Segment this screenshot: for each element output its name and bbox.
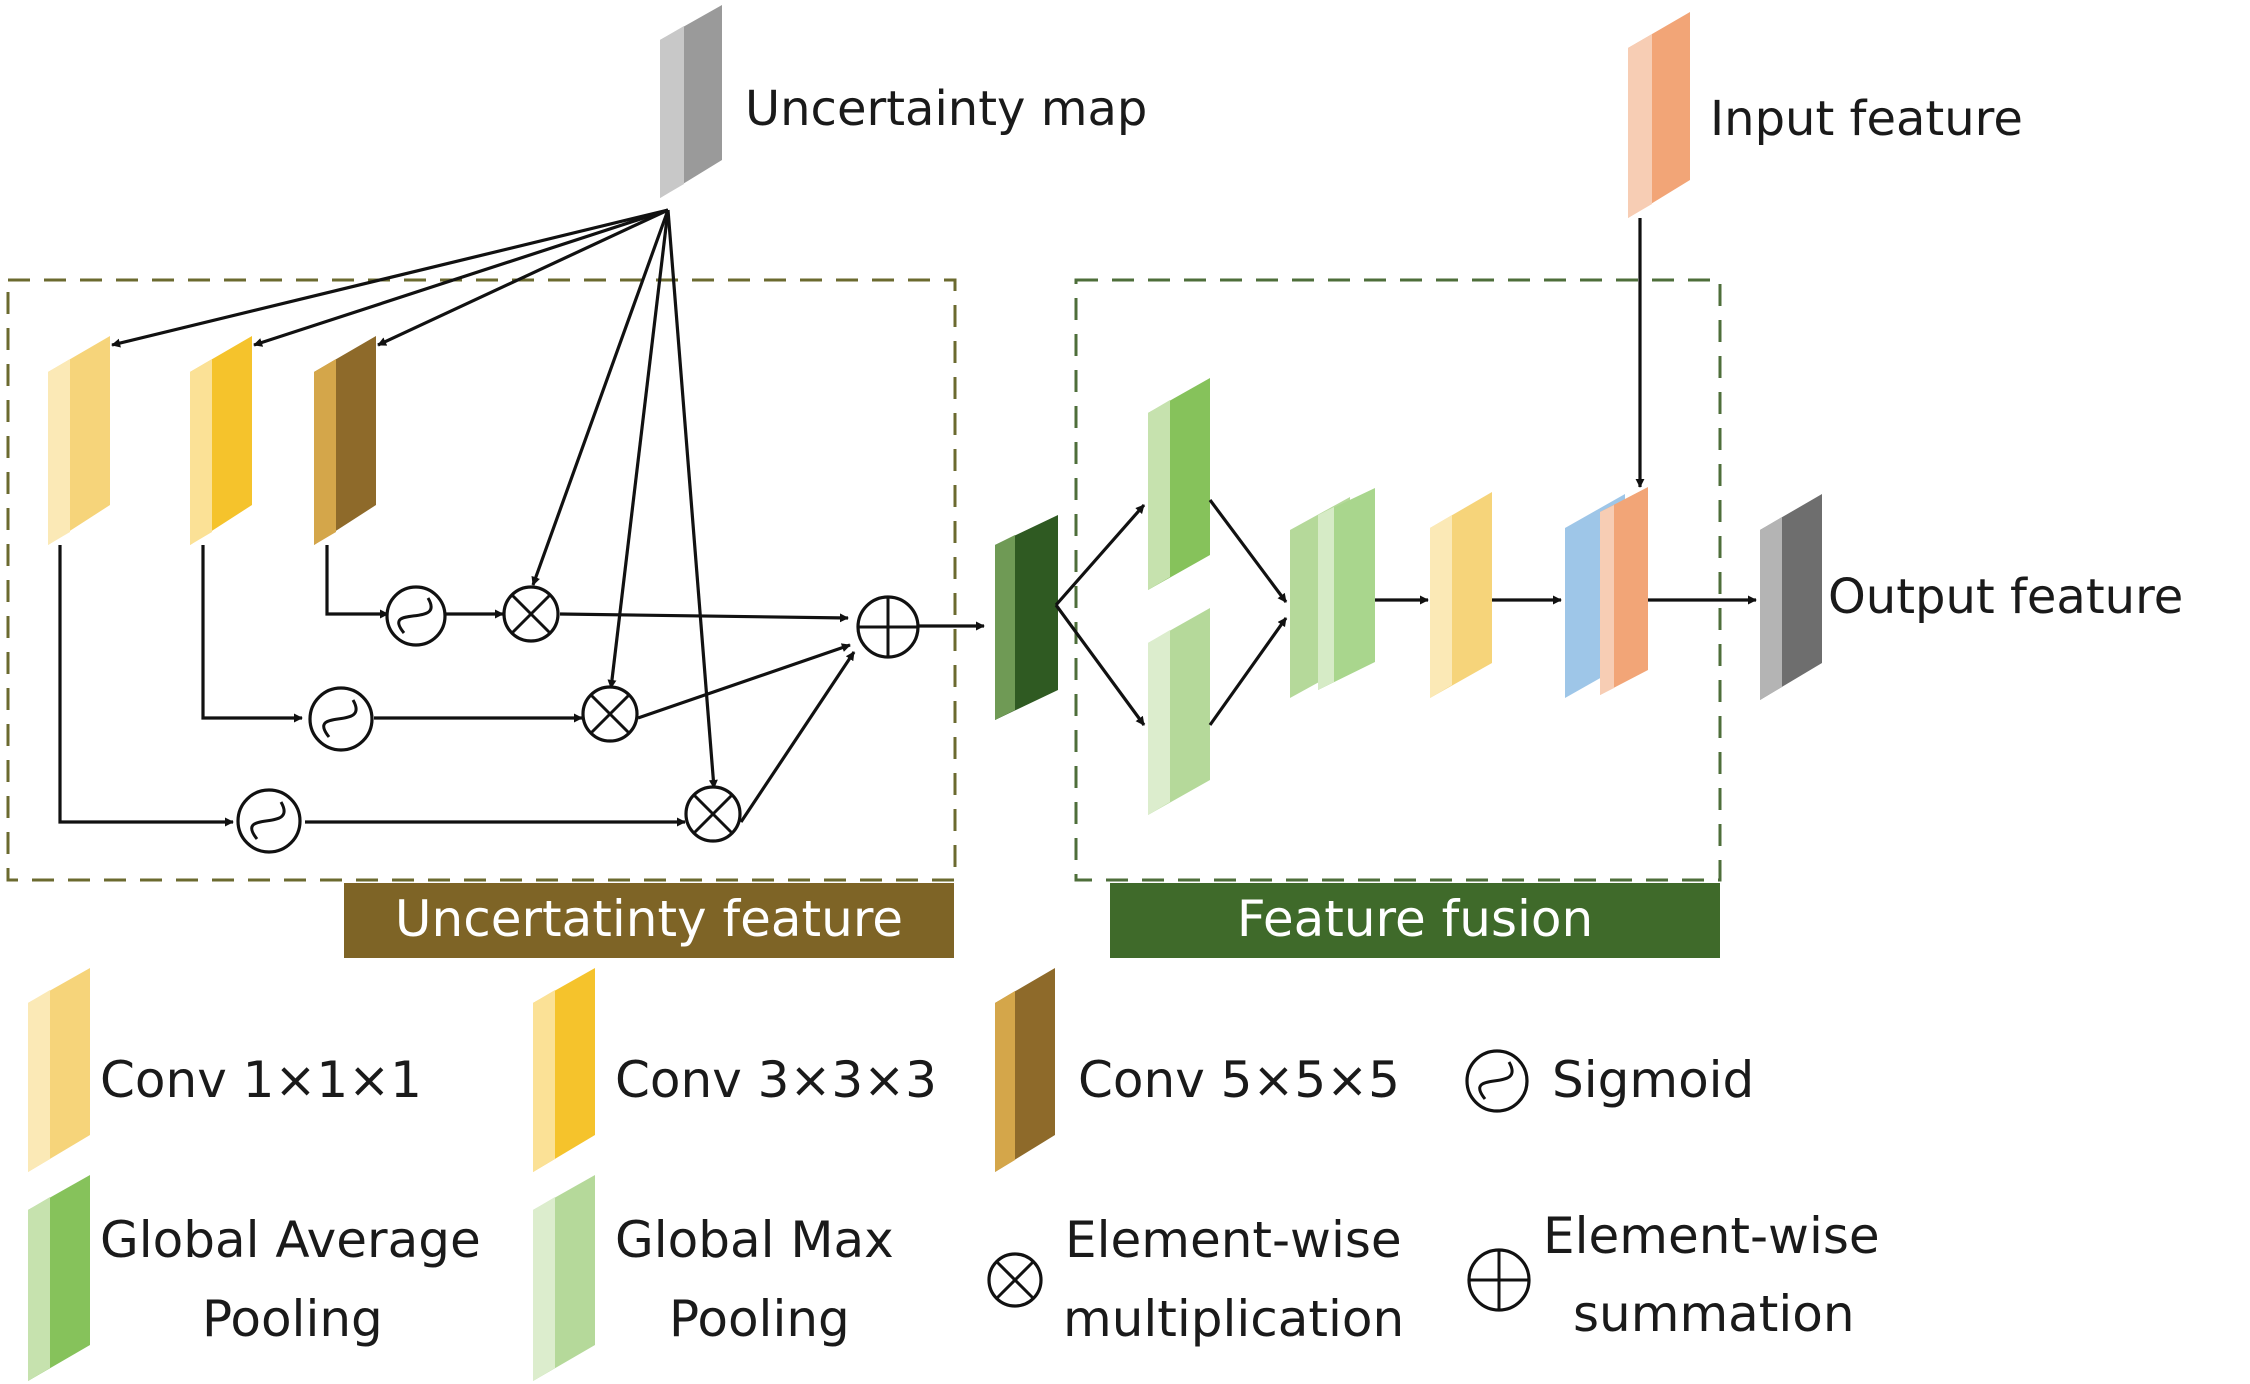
legend-conv5-label: Conv 5×5×5 [1078, 1051, 1400, 1109]
legend-gap-label-1: Global Average [100, 1211, 481, 1269]
legend-sigmoid-label: Sigmoid [1552, 1051, 1754, 1109]
input-feature-label: Input feature [1710, 91, 2023, 147]
legend-conv1-swatch [28, 968, 90, 1172]
sigmoid-op-1 [385, 585, 447, 647]
branch-lines [58, 545, 985, 827]
pooled-concat-block [1290, 488, 1375, 698]
legend-sum-icon [1467, 1248, 1531, 1312]
legend-gap-label-2: Pooling [202, 1290, 383, 1348]
output-feature-label: Output feature [1828, 569, 2183, 625]
fusion-lines [1054, 218, 1757, 726]
legend: Conv 1×1×1 Conv 3×3×3 Conv 5×5×5 Sigmoid… [28, 968, 1880, 1381]
feature-fusion-label: Feature fusion [1237, 890, 1593, 948]
concat-block [1565, 487, 1648, 698]
legend-multiply-label-2: multiplication [1063, 1290, 1404, 1348]
legend-conv3-swatch [533, 968, 595, 1172]
output-feature-block [1760, 494, 1822, 700]
fused-uncertainty-block [995, 515, 1058, 720]
conv1-block [48, 336, 110, 545]
legend-conv1-label: Conv 1×1×1 [100, 1051, 422, 1109]
fusion-conv-block [1430, 492, 1492, 698]
sum-op [856, 595, 920, 659]
uncertainty-map-arrows [111, 208, 718, 789]
uncertainty-map-block [660, 5, 722, 198]
sigmoid-op-3 [236, 788, 302, 854]
legend-gmp-label-1: Global Max [615, 1211, 894, 1269]
multiply-op-2 [581, 685, 639, 743]
legend-sum-label-1: Element-wise [1543, 1207, 1880, 1265]
legend-gmp-swatch [533, 1175, 595, 1381]
sigmoid-op-2 [308, 686, 374, 752]
multiply-op-1 [502, 585, 560, 643]
uncertainty-feature-box [6, 278, 957, 882]
gmp-block [1148, 608, 1210, 815]
feature-fusion-box [1074, 278, 1722, 882]
uncertainty-map-label: Uncertainty map [745, 81, 1147, 137]
conv5-block [314, 336, 376, 545]
legend-conv3-label: Conv 3×3×3 [615, 1051, 937, 1109]
legend-gap-swatch [28, 1175, 90, 1381]
uncertainty-feature-label: Uncertatinty feature [395, 890, 903, 948]
conv3-block [190, 336, 252, 545]
legend-gmp-label-2: Pooling [669, 1290, 850, 1348]
uncertainty-feature-tag: Uncertatinty feature [344, 883, 954, 958]
legend-sum-label-2: summation [1573, 1285, 1855, 1343]
multiply-op-3 [684, 785, 742, 843]
legend-sigmoid-icon [1465, 1049, 1529, 1113]
legend-multiply-label-1: Element-wise [1065, 1211, 1402, 1269]
legend-multiply-icon [987, 1252, 1043, 1308]
input-feature-block [1628, 12, 1690, 218]
legend-conv5-swatch [995, 968, 1055, 1172]
gap-block [1148, 378, 1210, 590]
feature-fusion-tag: Feature fusion [1110, 883, 1720, 958]
